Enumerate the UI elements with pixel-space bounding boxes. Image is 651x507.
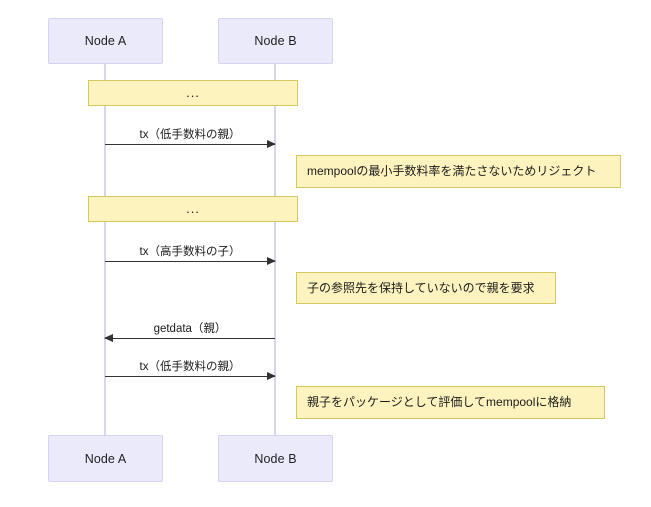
message-arrow: [104, 333, 275, 342]
message-line: [105, 338, 275, 340]
arrowhead-right-icon: [267, 139, 276, 148]
actor-label: Node A: [84, 451, 127, 466]
span-note: ...: [88, 80, 298, 106]
arrowhead-right-icon: [267, 371, 276, 380]
span-note-text: ...: [186, 85, 200, 101]
message-arrow: [105, 256, 276, 265]
span-note-text: ...: [186, 201, 200, 217]
message-arrow: [105, 139, 276, 148]
actor-label: Node B: [254, 451, 297, 466]
arrowhead-left-icon: [104, 333, 113, 342]
message-label: tx（低手数料の親）: [139, 129, 241, 141]
actor-box-node-a-bottom[interactable]: Node A: [48, 435, 163, 482]
message-line: [105, 144, 275, 146]
side-note: 子の参照先を保持していないので親を要求: [296, 272, 556, 304]
lifeline-b: [274, 64, 276, 435]
message-arrow: [105, 371, 276, 380]
message-line: [105, 376, 275, 378]
side-note: 親子をパッケージとして評価してmempoolに格納: [296, 386, 605, 419]
side-note-text: mempoolの最小手数料率を満たさないためリジェクト: [307, 164, 597, 179]
actor-box-node-b-bottom[interactable]: Node B: [218, 435, 333, 482]
message-line: [105, 261, 275, 263]
side-note-text: 子の参照先を保持していないので親を要求: [307, 280, 535, 295]
lifeline-a: [104, 64, 106, 435]
message-label: tx（低手数料の親）: [139, 361, 241, 373]
side-note: mempoolの最小手数料率を満たさないためリジェクト: [296, 155, 621, 188]
arrowhead-right-icon: [267, 256, 276, 265]
span-note: ...: [88, 196, 298, 222]
actor-label: Node B: [254, 34, 297, 48]
message-label: tx（高手数料の子）: [139, 246, 241, 258]
actor-box-node-a-top[interactable]: Node A: [48, 18, 163, 64]
side-note-text: 親子をパッケージとして評価してmempoolに格納: [307, 395, 572, 410]
message-label: getdata（親）: [153, 323, 227, 335]
actor-box-node-b-top[interactable]: Node B: [218, 18, 333, 64]
actor-label: Node A: [84, 34, 127, 48]
